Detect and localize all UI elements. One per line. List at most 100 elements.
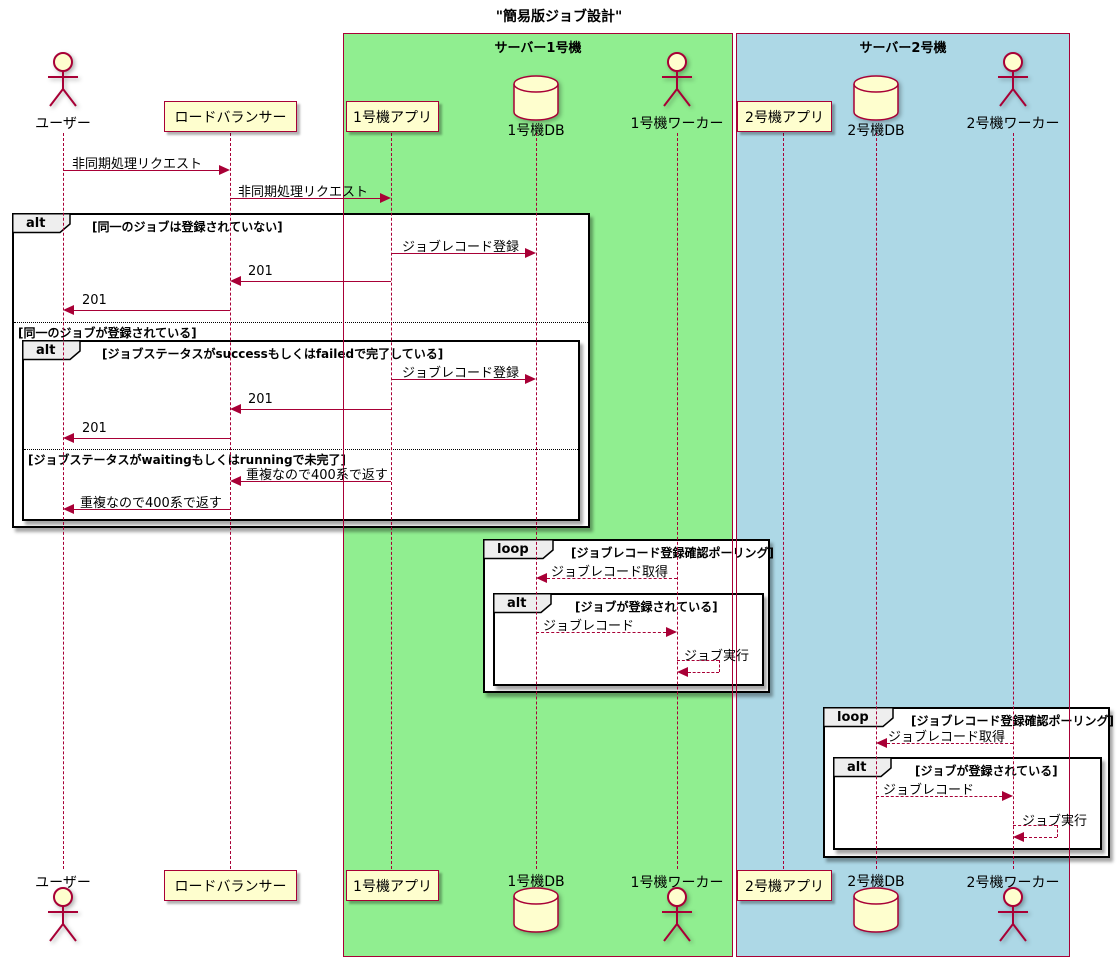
- arrowhead-icon: [1002, 791, 1013, 801]
- self-message-line: [719, 660, 720, 672]
- arrowhead-icon: [380, 193, 391, 203]
- arrowhead-icon: [230, 404, 241, 414]
- lifeline-app2: [783, 133, 784, 869]
- participant-label-db1: 1号機DB: [507, 123, 565, 139]
- fragment-alt-loop2: alt [ジョブが登録されている]: [833, 757, 1102, 850]
- message-label: 201: [248, 264, 273, 279]
- fragment-tab-icon: [22, 340, 81, 361]
- message-label: 非同期処理リクエスト: [72, 157, 203, 172]
- fragment-divider-label: [同一のジョブが登録されている]: [18, 326, 197, 340]
- arrowhead-icon: [666, 627, 677, 637]
- lifeline-loadbalancer: [230, 133, 231, 869]
- participant-label-worker2: 2号機ワーカー: [966, 875, 1060, 891]
- fragment-operator: alt: [847, 760, 867, 775]
- message-line: [876, 796, 1002, 797]
- message-label: 重複なので400系で返す: [80, 496, 222, 511]
- message-line: [63, 170, 219, 171]
- participant-label-worker1: 1号機ワーカー: [630, 116, 724, 132]
- participant-label-user: ユーザー: [35, 116, 91, 132]
- arrowhead-icon: [677, 667, 688, 677]
- arrowhead-icon: [525, 374, 536, 384]
- arrowhead-icon: [876, 738, 887, 748]
- server2-box-label: サーバー2号機: [859, 41, 947, 56]
- arrowhead-icon: [230, 276, 241, 286]
- participant-label-db1: 1号機DB: [507, 874, 565, 890]
- participant-label-user: ユーザー: [35, 875, 91, 891]
- fragment-tab-icon: [12, 213, 71, 234]
- fragment-operator: loop: [837, 710, 869, 725]
- participant-label-worker1: 1号機ワーカー: [630, 875, 724, 891]
- lifeline-app1: [391, 133, 392, 869]
- actor-icon: [998, 52, 1028, 107]
- participant-box-app2: 2号機アプリ: [737, 870, 832, 901]
- message-line: [391, 253, 525, 254]
- arrowhead-icon: [1013, 832, 1024, 842]
- fragment-alt-nested: alt [ジョブステータスがsuccessもしくはfailedで完了している] …: [22, 340, 580, 521]
- actor-icon: [662, 52, 692, 107]
- lifeline-worker2: [1013, 133, 1014, 869]
- arrowhead-icon: [63, 504, 74, 514]
- message-line: [230, 198, 380, 199]
- self-message-line: [1013, 825, 1057, 826]
- self-message-line: [1057, 825, 1058, 837]
- fragment-condition: [ジョブが登録されている]: [915, 764, 1058, 778]
- fragment-divider: [24, 449, 578, 450]
- fragment-tab-icon: [823, 707, 894, 728]
- message-label: ジョブレコード取得: [551, 565, 669, 580]
- message-label: 非同期処理リクエスト: [238, 185, 369, 200]
- participant-box-app1: 1号機アプリ: [346, 101, 439, 132]
- arrowhead-icon: [219, 165, 230, 175]
- message-label: ジョブレコード登録: [402, 366, 520, 381]
- participant-label-worker2: 2号機ワーカー: [966, 116, 1060, 132]
- message-label: ジョブレコード取得: [888, 730, 1006, 745]
- message-line: [74, 509, 230, 510]
- message-line: [74, 310, 230, 311]
- fragment-operator: loop: [497, 542, 529, 557]
- diagram-title: "簡易版ジョブ設計": [495, 9, 623, 25]
- arrowhead-icon: [230, 476, 241, 486]
- actor-icon: [48, 52, 78, 107]
- message-label: ジョブレコード: [883, 783, 975, 798]
- message-label: 201: [82, 293, 107, 308]
- server1-box-label: サーバー1号機: [494, 41, 582, 56]
- participant-label-db2: 2号機DB: [847, 874, 905, 890]
- lifeline-db2: [876, 133, 877, 869]
- fragment-divider-label: [ジョブステータスがwaitingもしくはrunningで未完了]: [28, 453, 347, 467]
- message-line: [547, 578, 677, 579]
- message-label: ジョブレコード: [543, 619, 635, 634]
- fragment-condition: [同一のジョブは登録されていない]: [92, 220, 283, 234]
- actor-icon: [662, 887, 692, 942]
- message-line: [241, 281, 391, 282]
- message-line: [74, 438, 230, 439]
- message-label: ジョブ実行: [1022, 814, 1088, 829]
- self-message-line: [677, 660, 719, 661]
- message-line: [536, 632, 666, 633]
- message-line: [241, 409, 391, 410]
- database-icon: [513, 75, 559, 121]
- participant-box-app2: 2号機アプリ: [737, 101, 832, 132]
- self-message-line: [688, 672, 719, 673]
- participant-label-db2: 2号機DB: [847, 123, 905, 139]
- message-label: 重複なので400系で返す: [246, 468, 388, 483]
- fragment-condition: [ジョブレコード登録確認ポーリング]: [911, 714, 1114, 728]
- arrowhead-icon: [63, 305, 74, 315]
- fragment-condition: [ジョブレコード登録確認ポーリング]: [571, 546, 774, 560]
- lifeline-user: [63, 133, 64, 869]
- actor-icon: [998, 887, 1028, 942]
- lifeline-db1: [536, 133, 537, 869]
- fragment-operator: alt: [507, 596, 527, 611]
- fragment-condition: [ジョブが登録されている]: [575, 600, 718, 614]
- participant-box-app1: 1号機アプリ: [346, 870, 439, 901]
- fragment-alt-loop1: alt [ジョブが登録されている]: [493, 593, 764, 686]
- fragment-divider: [14, 322, 588, 323]
- message-label: ジョブレコード登録: [402, 240, 520, 255]
- arrowhead-icon: [536, 573, 547, 583]
- message-label: ジョブ実行: [684, 649, 750, 664]
- participant-box-loadbalancer: ロードバランサー: [164, 870, 297, 901]
- fragment-tab-icon: [483, 539, 554, 560]
- message-label: 201: [82, 421, 107, 436]
- message-line: [241, 481, 391, 482]
- self-message-line: [1024, 837, 1057, 838]
- message-line: [391, 379, 525, 380]
